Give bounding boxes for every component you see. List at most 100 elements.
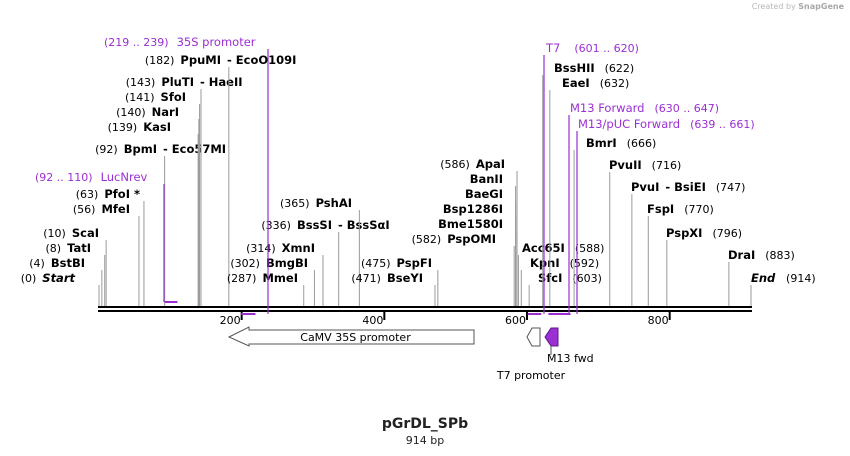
site-name: SfoI [161, 90, 186, 104]
site-name: MfeI [101, 202, 130, 216]
primer-lucnrev: (92 .. 110)LucNrev [35, 170, 178, 303]
axis-tick-label: 400 [362, 314, 383, 327]
site-position: (4) [29, 257, 45, 270]
primer-name: 35S promoter [177, 35, 256, 49]
site-name: TatI [67, 241, 91, 255]
backbone-top-strand [98, 306, 752, 308]
primer-t7: T7 (601 .. 620) [527, 41, 639, 315]
site-position: (314) [246, 242, 276, 255]
site-name-alt: - Eco57MI [163, 142, 226, 156]
backbone-bottom-strand [98, 310, 752, 312]
primer-name: T7 [545, 41, 560, 55]
site-position: (8) [46, 242, 62, 255]
site-position: (336) [261, 219, 291, 232]
site-name: XmnI [282, 241, 315, 255]
site-position: (141) [125, 91, 155, 104]
primer-range: (219 .. 239) [104, 36, 169, 49]
primer-binding-bar [554, 313, 571, 315]
site-position: (10) [43, 227, 66, 240]
site-position: (796) [712, 227, 742, 240]
site-label-acc65i: Acc65I(588) [522, 241, 604, 255]
primer-name: M13 Forward [570, 101, 644, 115]
site-position: (182) [145, 54, 175, 67]
site-name: Start [42, 271, 75, 285]
site-label-xmni: XmnI (314) [246, 241, 315, 255]
site-label-bseyi: BseYI(471) [351, 271, 423, 285]
created-by-text: Created by [751, 2, 796, 11]
site-name-alt: - BssSαI [338, 218, 390, 232]
site-position: (365) [280, 197, 310, 210]
site-position: (666) [627, 137, 657, 150]
site-label-banii: BanII [470, 172, 503, 186]
axis-tick-label: 800 [648, 314, 669, 327]
site-position: (143) [126, 76, 156, 89]
site-name: PvuII [609, 158, 642, 172]
site-name: BanII [470, 172, 503, 186]
site-position: (603) [572, 272, 602, 285]
primer-m13puc: M13/pUC Forward (639 .. 661) [554, 117, 755, 315]
site-label-baegi: BaeGI [465, 187, 503, 201]
primer-range: (639 .. 661) [690, 118, 755, 131]
site-name: ScaI [72, 226, 99, 240]
site-name-alt: - BsiEI [665, 180, 705, 194]
site-label-pspxi: PspXI(796) [666, 226, 742, 240]
site-name: BstBI [51, 256, 85, 270]
site-label-bmri: BmrI(666) [586, 136, 656, 150]
site-label-start: Start(0) [21, 271, 76, 285]
feature-arrow [227, 326, 475, 347]
site-label-bsssi: BssSI - BssSαI (336) [261, 218, 389, 232]
site-name-alt: - EcoO109I [227, 53, 296, 67]
site-position: (92) [95, 143, 118, 156]
feature-label: M13 fwd [547, 352, 594, 365]
site-label-pshai: PshAI (365) [280, 196, 352, 210]
site-name: BmgBI [266, 256, 308, 270]
site-position: (588) [575, 242, 605, 255]
site-name: PshAI [316, 196, 352, 210]
site-name: PpuMI [180, 53, 221, 67]
snapgene-brand: SnapGene [798, 2, 844, 11]
primer-name: M13/pUC Forward [578, 117, 680, 131]
site-label-nari: NarI(140) [116, 105, 179, 119]
primer-m13fwd: M13 Forward(630 .. 647) [548, 101, 719, 315]
site-label-tati: TatI (8) [46, 241, 92, 255]
primer-35s: (219 .. 239) 35S promoter [104, 35, 269, 315]
site-name: MmeI [262, 271, 298, 285]
site-position: (139) [108, 121, 138, 134]
site-position: (586) [440, 158, 470, 171]
site-position: (747) [716, 181, 746, 194]
site-position: (632) [600, 77, 630, 90]
primer-range: (92 .. 110) [35, 171, 93, 184]
axis-tick-label: 200 [220, 314, 241, 327]
site-label-eaei: EaeI(632) [562, 76, 629, 90]
site-label-mfei: MfeI(56) [73, 202, 130, 216]
site-label-pspomi: PspOMI(582) [412, 232, 496, 246]
site-name: PspOMI [447, 232, 496, 246]
sequence-length: 914 bp [405, 434, 445, 447]
sequence-backbone [98, 306, 752, 312]
site-name: BseYI [387, 271, 423, 285]
primer-binding-bar [548, 313, 561, 315]
site-name: FspI [647, 202, 674, 216]
site-label-kpni: KpnI(592) [530, 256, 599, 270]
feature-m13-fwd: M13 fwd [544, 327, 594, 365]
site-name: PfoI * [104, 187, 140, 201]
site-label-bpmi: BpmI- Eco57MI(92) [95, 142, 226, 156]
site-name: BssSI [297, 218, 332, 232]
site-label-ppumi: PpuMI - EcoO109I (182) [145, 53, 297, 67]
site-label-apai: ApaI(586) [440, 157, 505, 171]
site-label-pvuii: PvuII(716) [609, 158, 681, 172]
feature-t7-promoter: T7 promoter [496, 327, 566, 382]
site-position: (770) [684, 203, 714, 216]
site-position: (63) [76, 188, 99, 201]
site-position: (914) [786, 272, 816, 285]
site-name: BaeGI [465, 187, 503, 201]
site-name: Bme1580I [438, 217, 503, 231]
feature-label: T7 promoter [496, 369, 566, 382]
site-position: (302) [230, 257, 260, 270]
feature-arrow [544, 327, 559, 347]
feature-camv-35s-promoter: CaMV 35S promoter [227, 326, 475, 347]
site-label-bsp1286i: Bsp1286I [443, 202, 503, 216]
site-name: Bsp1286I [443, 202, 503, 216]
primer-range: (601 .. 620) [574, 42, 639, 55]
